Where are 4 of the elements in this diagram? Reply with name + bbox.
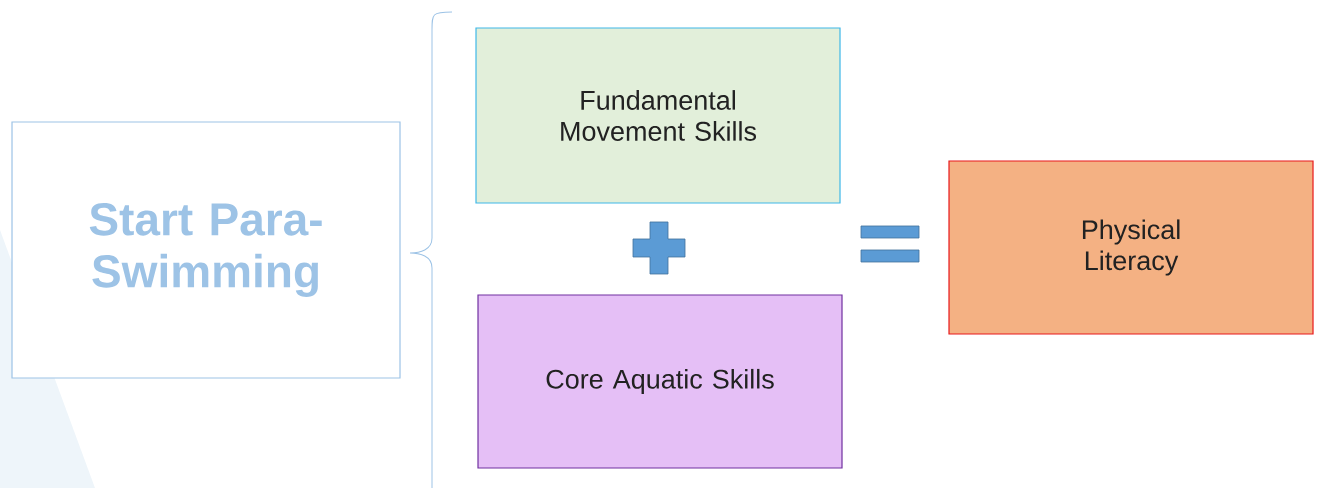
concept-box: Physical Literacy — [948, 160, 1314, 335]
concept-box: Fundamental Movement Skills — [475, 27, 841, 204]
title-box: Start Para-Swimming — [11, 121, 401, 379]
concept-box: Core Aquatic Skills — [477, 294, 843, 469]
